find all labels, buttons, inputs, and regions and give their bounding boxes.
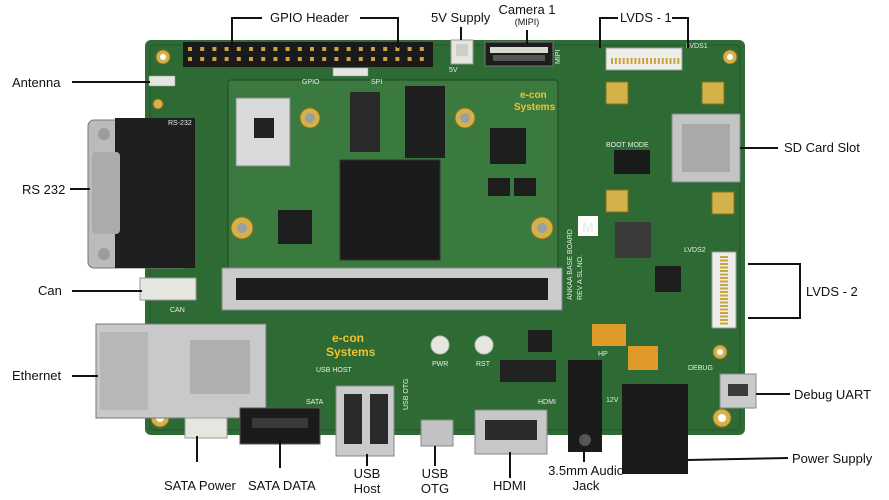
- spi-connector: [332, 67, 369, 77]
- svg-text:e-con: e-con: [520, 90, 547, 101]
- silk-debug: DEBUG: [688, 365, 713, 372]
- label-usb-otg-line1: USB: [421, 466, 449, 481]
- label-can: Can: [38, 283, 62, 298]
- gpio-header: [183, 42, 433, 67]
- label-usb-host-line2: Host: [353, 481, 381, 496]
- label-debug-uart: Debug UART: [794, 387, 872, 402]
- label-usb-host-line1: USB: [353, 466, 381, 481]
- label-usb-host: USB Host: [342, 466, 392, 496]
- silk-rev: REV A SL.NO.: [577, 255, 584, 300]
- leader-power: [687, 457, 789, 461]
- silk-lvds1: LVDS1: [686, 43, 708, 50]
- label-audio-line1: 3.5mm Audio: [548, 463, 624, 478]
- silk-hp: HP: [598, 351, 608, 358]
- label-ethernet: Ethernet: [12, 368, 62, 383]
- silk-gpio: GPIO: [302, 79, 320, 86]
- silk-rs232: RS-232: [168, 120, 192, 127]
- silk-sata: SATA: [306, 399, 324, 406]
- can-connector: [139, 277, 197, 301]
- svg-text:e-con: e-con: [332, 331, 364, 345]
- silk-rst: RST: [476, 361, 491, 368]
- silk-pwr: PWR: [432, 361, 448, 368]
- label-rs232: RS 232: [22, 182, 66, 197]
- inductor: [615, 222, 651, 258]
- silk-spi: SPI: [371, 79, 382, 86]
- memory-chip-1: [405, 86, 445, 158]
- label-usb-otg-line2: OTG: [420, 481, 450, 496]
- leader-lvds1-right: [672, 17, 689, 48]
- label-camera-main: Camera 1: [498, 2, 556, 17]
- label-sata-power: SATA Power: [164, 478, 236, 493]
- label-camera-sub: (MIPI): [514, 17, 540, 27]
- svg-text:Systems: Systems: [326, 345, 376, 359]
- label-hdmi: HDMI: [493, 478, 527, 493]
- label-lvds1: LVDS - 1: [620, 10, 672, 25]
- sata-power-connector: [184, 417, 228, 439]
- leader-lvds1-left: [599, 17, 618, 48]
- leader-gpio-right: [360, 17, 399, 48]
- boot-mode-switch: [614, 150, 650, 174]
- processor-chip: [339, 159, 441, 261]
- label-usb-otg: USB OTG: [410, 466, 460, 496]
- leader-lines: [70, 17, 801, 478]
- label-5v-supply: 5V Supply: [431, 10, 491, 25]
- brand-logo-base: e-con Systems: [326, 331, 376, 359]
- label-antenna: Antenna: [12, 75, 61, 90]
- label-power-supply: Power Supply: [792, 451, 873, 466]
- label-sd-card-slot: SD Card Slot: [784, 140, 860, 155]
- brand-logo-som: e-con Systems: [514, 90, 556, 113]
- silk-12v: 12V: [606, 397, 619, 404]
- leader-gpio: [231, 17, 262, 48]
- svg-text:Systems: Systems: [514, 102, 556, 113]
- label-camera: Camera 1 (MIPI): [494, 2, 560, 27]
- silk-lvds2: LVDS2: [684, 247, 706, 254]
- silk-boot-mode: BOOT MODE: [606, 142, 649, 149]
- antenna-connector: [148, 75, 176, 87]
- power-supply-jack: [622, 384, 688, 474]
- silk-usb-host: USB HOST: [316, 367, 353, 374]
- label-gpio-header: GPIO Header: [270, 10, 349, 25]
- silk-usb-otg: USB OTG: [403, 378, 410, 410]
- m-logo: [578, 216, 598, 236]
- label-sata-data: SATA DATA: [248, 478, 316, 493]
- camera-mipi-connector: [484, 41, 554, 67]
- memory-chip-2: [350, 92, 380, 152]
- usb-otg-connector: [420, 419, 454, 447]
- silk-5v: 5V: [449, 67, 458, 74]
- silk-can: CAN: [170, 307, 185, 314]
- silk-mipi: MIPI: [555, 50, 562, 64]
- silk-hdmi: HDMI: [538, 399, 556, 406]
- svg-text:M: M: [582, 219, 594, 235]
- leader-lvds2: [748, 263, 801, 319]
- label-audio-jack: 3.5mm Audio Jack: [546, 463, 626, 493]
- label-audio-line2: Jack: [572, 478, 600, 493]
- label-lvds2: LVDS - 2: [806, 284, 858, 299]
- silk-base-board: ANKAA BASE BOARD: [567, 229, 574, 300]
